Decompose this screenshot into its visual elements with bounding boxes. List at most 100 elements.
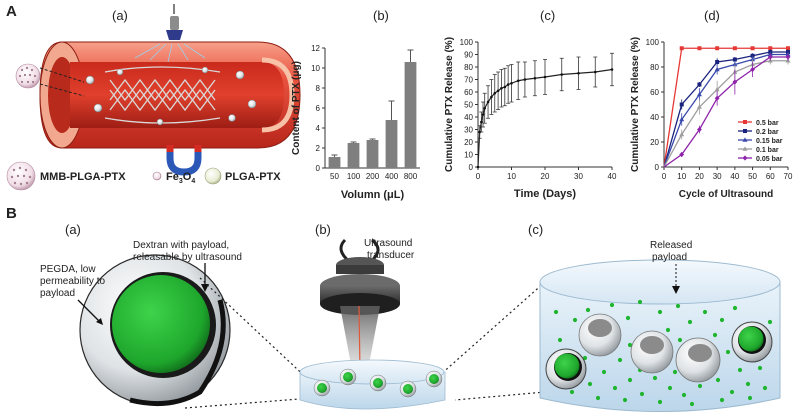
payload-dot bbox=[582, 355, 588, 361]
y-tick-label: 0 bbox=[469, 163, 474, 172]
pegda-label-line3: payload bbox=[40, 288, 75, 299]
x-axis-label: Cycle of Ultrasound bbox=[679, 189, 773, 200]
payload-dot bbox=[719, 317, 725, 323]
x-tick-label: 60 bbox=[766, 172, 775, 181]
pegda-pointer bbox=[77, 299, 101, 323]
x-tick-label: 800 bbox=[404, 172, 418, 181]
payload-dot bbox=[601, 369, 607, 375]
data-point bbox=[732, 79, 738, 85]
dextran-label-line2: releasable by ultrasound bbox=[133, 252, 242, 263]
data-point bbox=[697, 126, 702, 133]
payload-dot bbox=[585, 307, 591, 313]
payload-dot bbox=[553, 309, 559, 315]
payload-dot bbox=[687, 319, 693, 325]
x-tick-label: 10 bbox=[677, 172, 686, 181]
data-point bbox=[483, 106, 487, 110]
released-payload-dots bbox=[553, 299, 773, 407]
data-point bbox=[785, 54, 791, 60]
payload-dot bbox=[657, 309, 663, 315]
released-label-line2: payload bbox=[652, 252, 687, 263]
data-point bbox=[516, 79, 520, 83]
data-point bbox=[697, 46, 702, 51]
ultrasound-setup bbox=[299, 238, 446, 410]
data-point bbox=[750, 66, 755, 73]
data-point bbox=[543, 75, 547, 79]
data-point bbox=[523, 78, 527, 81]
error-bar bbox=[388, 100, 395, 120]
x-tick-label: 0 bbox=[662, 172, 667, 181]
payload-dot bbox=[719, 397, 725, 403]
data-point bbox=[476, 165, 480, 169]
legend-o-sub4: 4 bbox=[191, 178, 195, 185]
empty-capsule bbox=[578, 313, 622, 357]
y-tick-label: 8 bbox=[316, 84, 321, 93]
data-point bbox=[750, 46, 755, 51]
empty-capsule bbox=[675, 337, 721, 383]
x-tick-label: 100 bbox=[347, 172, 361, 181]
payload-dot bbox=[672, 369, 678, 375]
y-tick-label: 40 bbox=[650, 113, 659, 122]
y-tick-label: 90 bbox=[464, 51, 473, 60]
data-point bbox=[506, 83, 510, 86]
data-point bbox=[715, 46, 720, 51]
panel-b-sub-b: (b) bbox=[315, 222, 331, 237]
x-tick-label: 70 bbox=[784, 172, 793, 181]
plga-ptx-icon bbox=[204, 167, 222, 185]
payload-dot bbox=[657, 399, 663, 405]
x-tick-label: 20 bbox=[695, 172, 704, 181]
data-point bbox=[577, 71, 580, 75]
error-bar bbox=[331, 154, 338, 157]
x-axis-label: Time (Days) bbox=[514, 188, 576, 200]
y-tick-label: 20 bbox=[650, 138, 659, 147]
data-point bbox=[714, 86, 720, 92]
data-point bbox=[503, 85, 507, 89]
legend-fe-sub3: 3 bbox=[179, 178, 183, 185]
empty-capsule bbox=[630, 330, 674, 374]
data-point bbox=[696, 104, 702, 109]
magnet-icon bbox=[166, 145, 202, 176]
y-tick-label: 12 bbox=[311, 44, 320, 53]
data-point bbox=[743, 120, 747, 124]
x-tick-label: 50 bbox=[330, 172, 339, 181]
x-tick-label: 10 bbox=[507, 172, 516, 181]
payload-dot bbox=[622, 397, 628, 403]
y-tick-label: 80 bbox=[464, 63, 473, 72]
data-point bbox=[714, 95, 720, 101]
payload-dot bbox=[725, 349, 731, 355]
data-point bbox=[732, 57, 737, 62]
data-point bbox=[481, 113, 485, 116]
data-point bbox=[560, 73, 564, 76]
large-dish bbox=[539, 259, 781, 412]
data-point bbox=[679, 151, 685, 158]
bar bbox=[404, 62, 417, 168]
zoom-lines bbox=[184, 277, 546, 409]
data-point bbox=[496, 89, 500, 93]
x-tick-label: 400 bbox=[385, 172, 399, 181]
payload-dot bbox=[747, 395, 753, 401]
transducer-label-line1: Ultrasound bbox=[364, 238, 412, 249]
x-tick-label: 0 bbox=[476, 172, 481, 181]
y-tick-label: 80 bbox=[650, 63, 659, 72]
payload-dot bbox=[569, 389, 575, 395]
data-point bbox=[697, 82, 702, 87]
legend-label: 0.5 bar bbox=[756, 120, 779, 127]
payload-dot bbox=[557, 337, 563, 343]
data-point bbox=[742, 146, 748, 151]
payload-dot bbox=[715, 377, 721, 383]
legend-mmb-label: MMB-PLGA-PTX bbox=[40, 171, 126, 183]
data-point bbox=[490, 95, 493, 99]
intact-capsule bbox=[731, 321, 773, 363]
data-point bbox=[696, 91, 702, 97]
payload-dot bbox=[732, 305, 738, 311]
capsule-cross-section bbox=[79, 254, 231, 407]
error-bar bbox=[407, 49, 414, 62]
payload-dot bbox=[667, 385, 673, 391]
bar bbox=[328, 157, 341, 168]
panel-b-label: B bbox=[6, 205, 17, 222]
data-point bbox=[493, 91, 497, 95]
panel-a-label: A bbox=[6, 3, 17, 20]
intact-capsule bbox=[545, 348, 587, 390]
panel-a-sub-a: (a) bbox=[112, 8, 128, 23]
payload-dot bbox=[609, 302, 615, 308]
legend-fe3o4-label: Fe3O4 bbox=[166, 171, 195, 185]
